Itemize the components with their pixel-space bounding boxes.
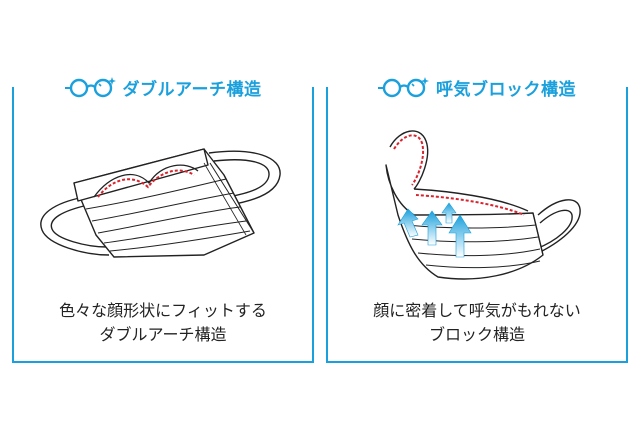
glasses-sparkle-icon xyxy=(378,77,429,98)
glasses-sparkle-icon xyxy=(64,77,116,98)
caption-line-1: 色々な顔形状にフィットする xyxy=(59,301,267,320)
caption-line-2: ダブルアーチ構造 xyxy=(99,325,227,344)
mask-double-arch-illustration xyxy=(40,148,281,258)
panel-title: ダブルアーチ構造 xyxy=(14,73,312,101)
feature-panel-double-arch: ダブルアーチ構造 色々な顔形状 xyxy=(12,74,314,363)
panel-caption: 色々な顔形状にフィットする ダブルアーチ構造 xyxy=(14,299,312,347)
mask-breath-block-illustration xyxy=(385,130,581,280)
feature-panel-breath-block: 呼気ブロック構造 xyxy=(326,74,628,363)
panel-title: 呼気ブロック構造 xyxy=(328,73,626,101)
caption-line-1: 顔に密着して呼気がもれない xyxy=(373,301,581,320)
caption-line-2: ブロック構造 xyxy=(428,325,525,344)
panel-caption: 顔に密着して呼気がもれない ブロック構造 xyxy=(328,299,626,347)
panel-title-text: ダブルアーチ構造 xyxy=(122,79,262,100)
panel-title-text: 呼気ブロック構造 xyxy=(436,79,576,100)
